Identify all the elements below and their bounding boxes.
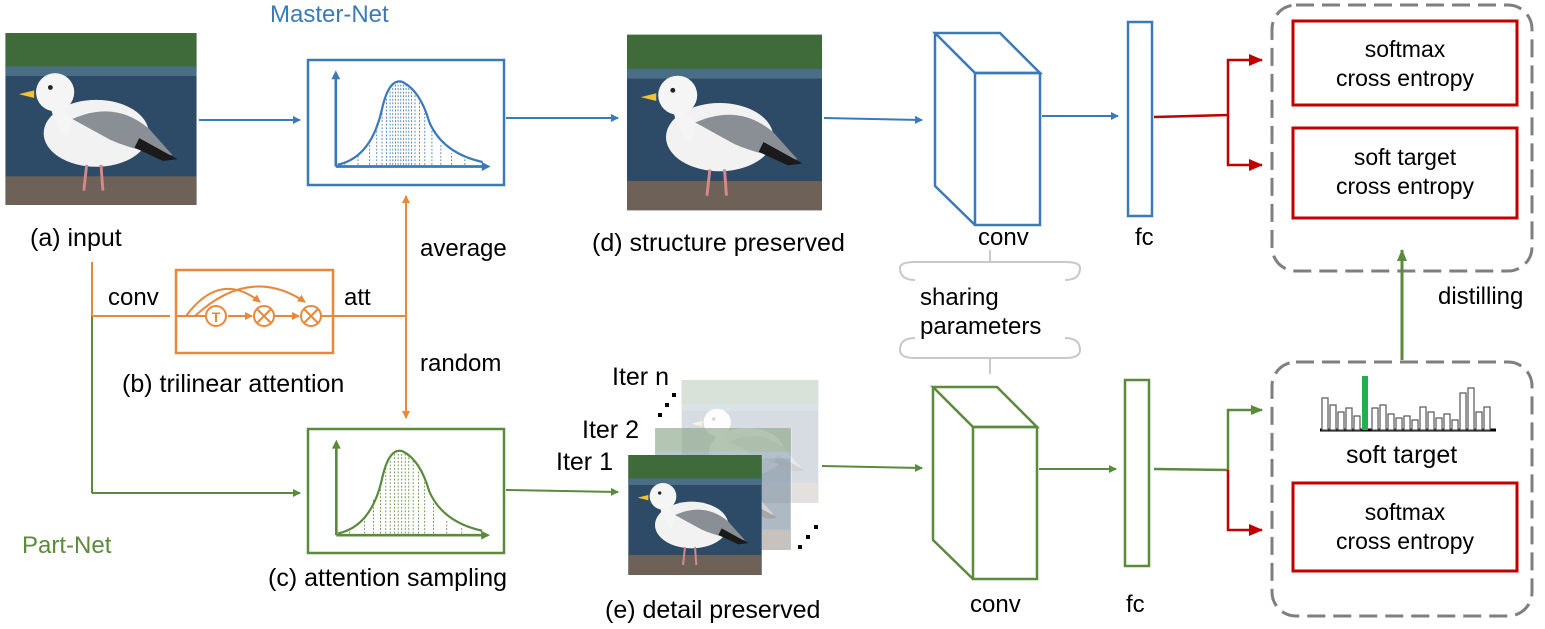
svg-text:T: T bbox=[212, 309, 221, 325]
red-branch-top bbox=[1153, 54, 1263, 171]
top-soft-target-line2: cross entropy bbox=[1336, 173, 1475, 199]
distilling-label: distilling bbox=[1438, 283, 1523, 310]
conv-block-bottom bbox=[929, 385, 1041, 581]
trilinear-label: (b) trilinear attention bbox=[122, 370, 344, 398]
detail-image-stack bbox=[627, 380, 820, 575]
top-softmax-line1: softmax bbox=[1365, 36, 1446, 62]
bottom-softmax-line1: softmax bbox=[1365, 499, 1446, 525]
iter-2-label: Iter 2 bbox=[582, 416, 639, 444]
average-label: average bbox=[420, 235, 507, 262]
fc-bottom-label: fc bbox=[1126, 591, 1145, 618]
bottom-softmax-ce-box bbox=[1291, 481, 1519, 573]
bottom-softmax-line2: cross entropy bbox=[1336, 528, 1475, 554]
structure-preserved-image bbox=[627, 33, 822, 212]
fc-block-top bbox=[1126, 20, 1154, 218]
conv-left-label: conv bbox=[108, 284, 159, 311]
iter-n-label: Iter n bbox=[612, 363, 669, 391]
trilinear-attention-graph bbox=[176, 285, 333, 320]
conv-block-top bbox=[931, 31, 1044, 227]
red-branch-bottom-softmax bbox=[1226, 470, 1263, 536]
sharing-label-line2: parameters bbox=[920, 313, 1041, 340]
multiply-icon-2 bbox=[300, 305, 322, 327]
input-image bbox=[5, 33, 197, 205]
conv-bottom-label: conv bbox=[970, 591, 1021, 618]
top-softmax-ce-box bbox=[1291, 19, 1519, 107]
arrow-part-att-to-detail bbox=[505, 487, 619, 496]
top-soft-target-ce-box bbox=[1291, 126, 1519, 220]
arrow-structure-to-conv bbox=[823, 115, 923, 124]
input-label: (a) input bbox=[30, 224, 122, 252]
top-softmax-line2: cross entropy bbox=[1336, 65, 1475, 91]
fc-top-label: fc bbox=[1135, 224, 1154, 251]
conv-top-label: conv bbox=[978, 224, 1029, 251]
multiply-icon bbox=[253, 305, 275, 327]
random-label: random bbox=[420, 350, 501, 377]
att-label: att bbox=[344, 284, 371, 311]
ellipsis-dots-upper bbox=[658, 393, 676, 417]
green-branch-soft-target bbox=[1153, 405, 1263, 472]
ellipsis-dots-lower bbox=[798, 525, 818, 549]
sharing-label-line1: sharing bbox=[920, 284, 999, 311]
input-branch-lines bbox=[91, 262, 301, 497]
soft-target-histogram bbox=[1320, 376, 1496, 432]
detail-preserved-label: (e) detail preserved bbox=[605, 596, 820, 624]
master-net-title: Master-Net bbox=[270, 1, 389, 28]
iter-1-label: Iter 1 bbox=[556, 448, 613, 476]
part-net-title: Part-Net bbox=[22, 532, 112, 559]
fc-block-bottom bbox=[1123, 378, 1151, 568]
arrow-detail-to-conv bbox=[821, 463, 923, 472]
top-soft-target-line1: soft target bbox=[1354, 144, 1457, 170]
attention-sampling-label: (c) attention sampling bbox=[268, 564, 507, 592]
sharing-parameters-bracket bbox=[898, 250, 1082, 374]
structure-preserved-label: (d) structure preserved bbox=[592, 229, 845, 257]
soft-target-label: soft target bbox=[1346, 441, 1457, 469]
transpose-icon: T bbox=[205, 305, 227, 327]
